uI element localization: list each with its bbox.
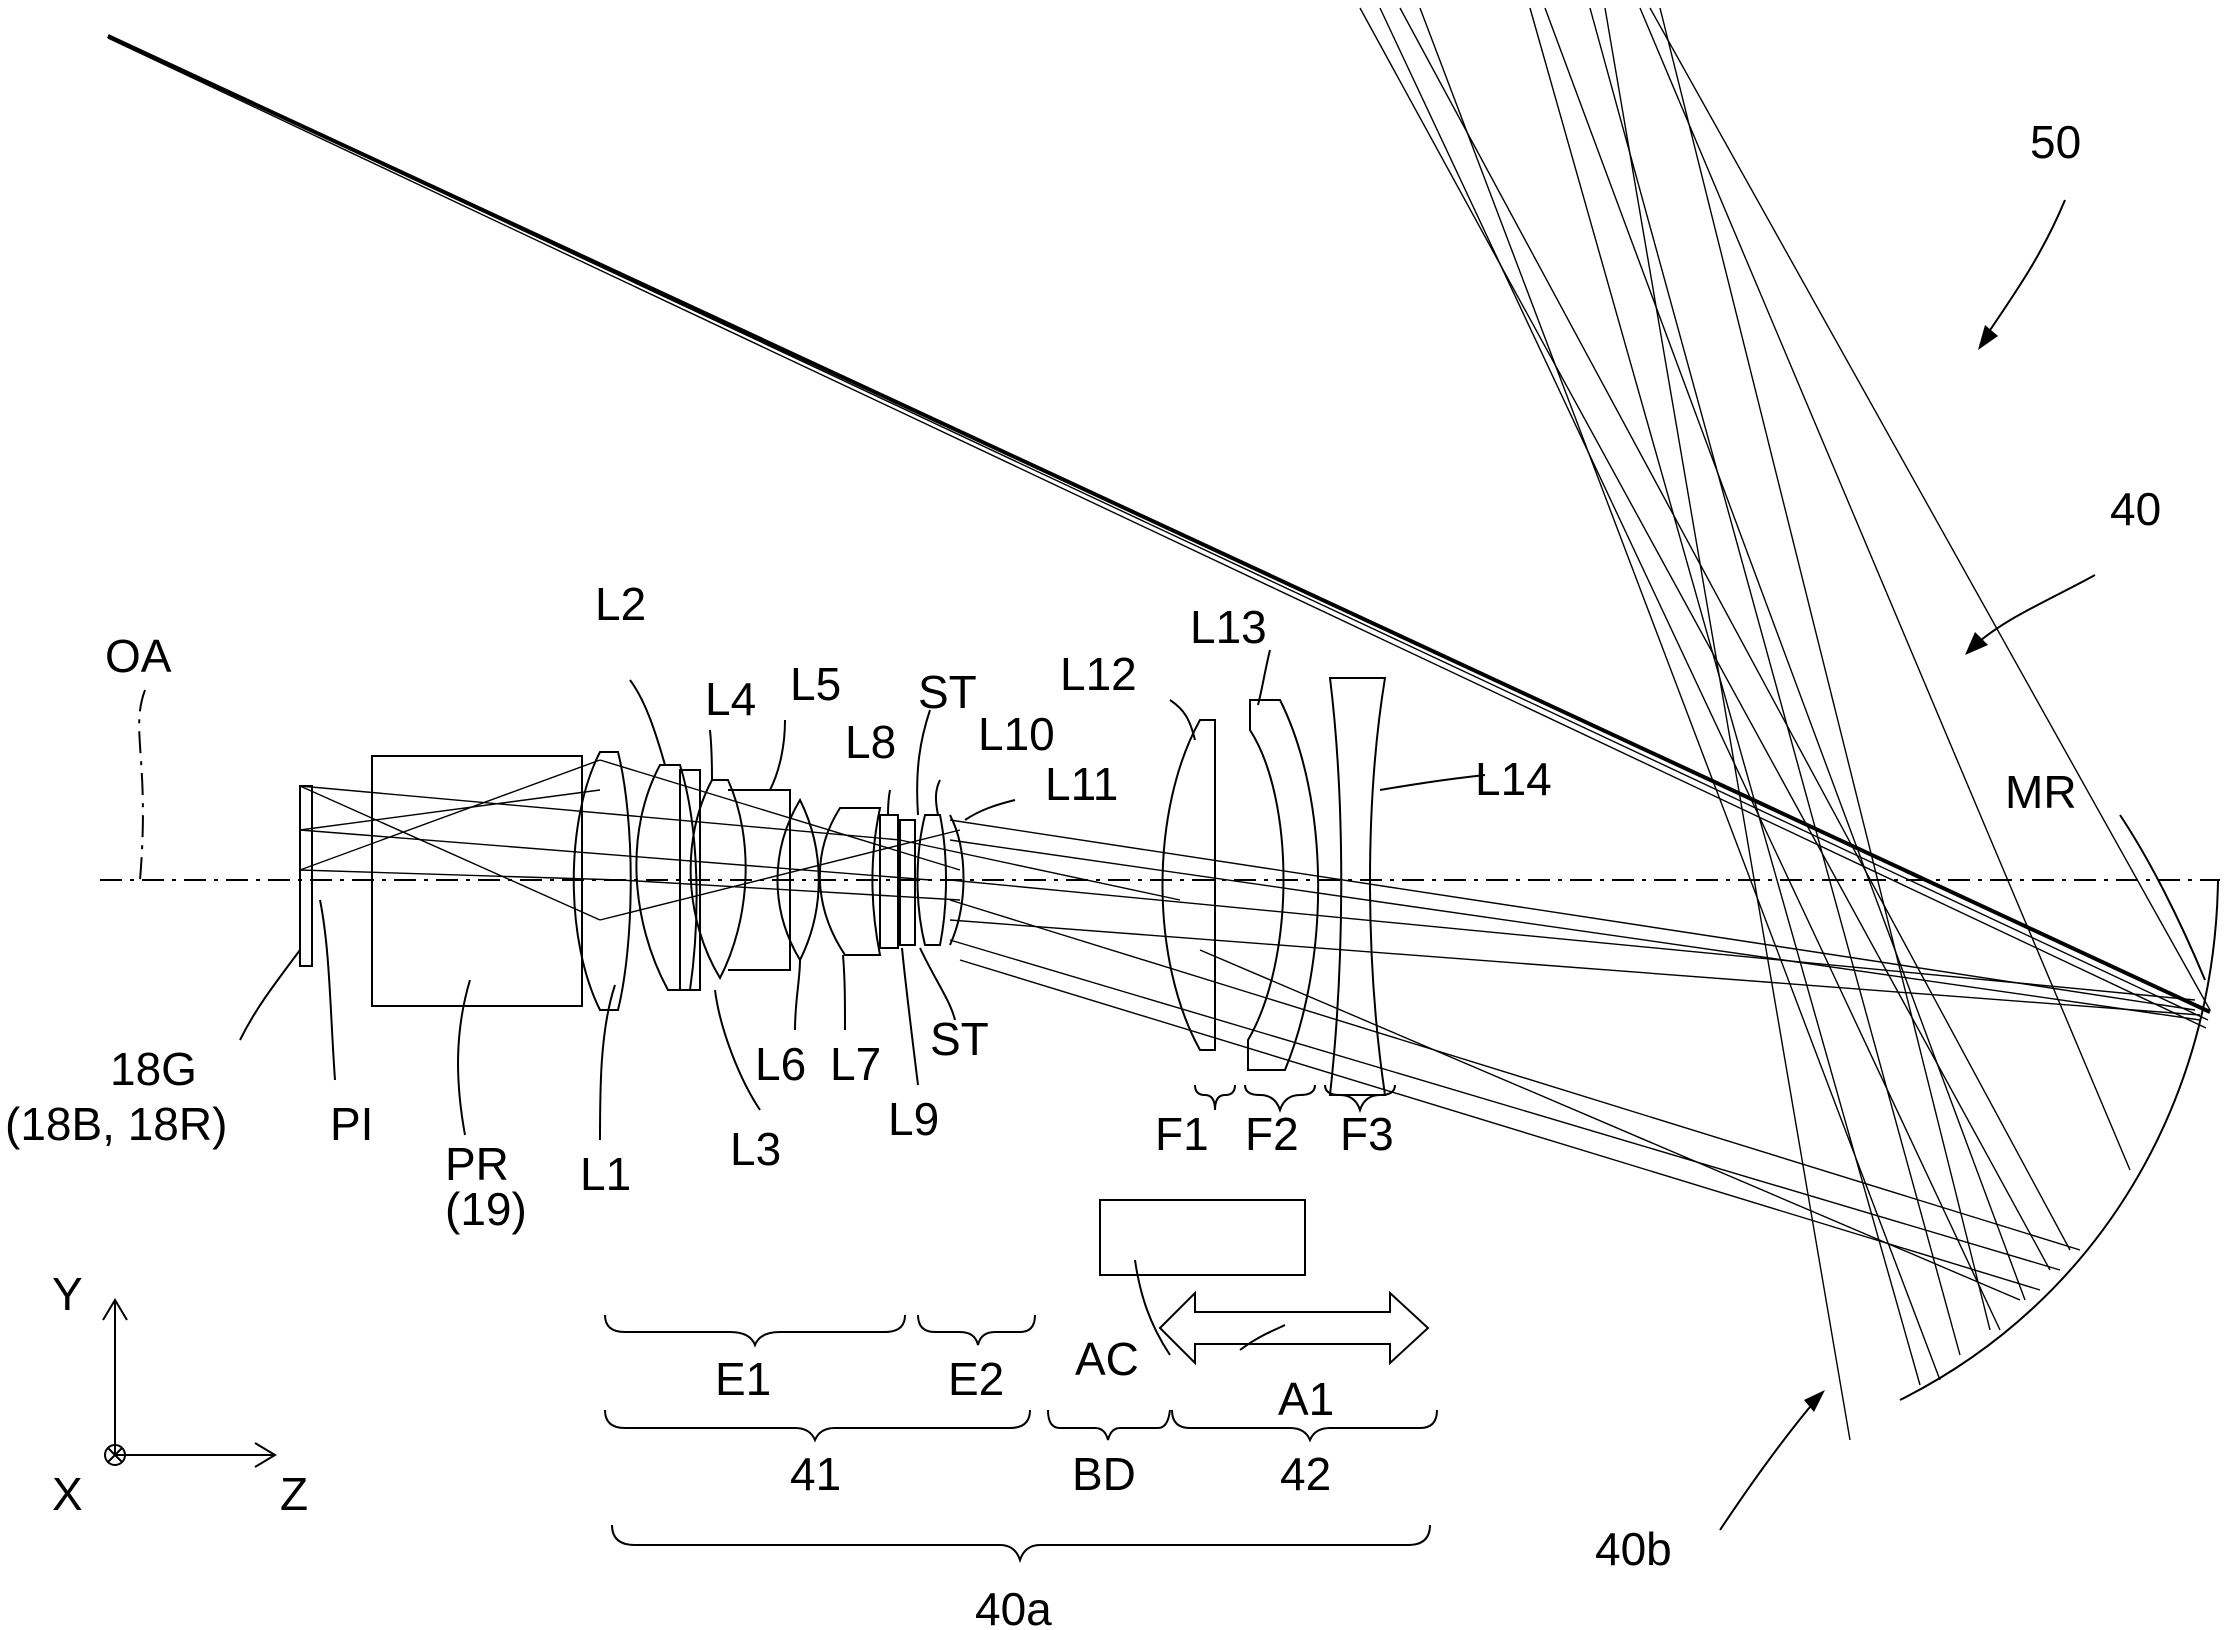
label-L6: L6: [755, 1038, 806, 1090]
label-L10: L10: [978, 708, 1055, 760]
arrow-40-head: [1965, 632, 1988, 655]
label-L14: L14: [1475, 753, 1552, 805]
label-axis-Y: Y: [52, 1268, 83, 1320]
lens-L4: [689, 779, 747, 981]
label-A1: A1: [1278, 1373, 1334, 1425]
label-18B-18R: (18B, 18R): [5, 1098, 227, 1150]
lens-L8: [879, 814, 899, 949]
label-50: 50: [2030, 116, 2081, 168]
label-L11: L11: [1045, 758, 1118, 810]
group-brackets-F: [1194, 1084, 1396, 1114]
bottom-braces: [604, 1314, 1438, 1564]
label-E1: E1: [715, 1353, 771, 1405]
lens-L12: [1161, 719, 1216, 1051]
arrow-50: [1979, 199, 2066, 346]
label-MR: MR: [2005, 766, 2077, 818]
label-L9: L9: [888, 1093, 939, 1145]
lens-L7: [818, 807, 882, 956]
coordinate-axes: [102, 1298, 277, 1468]
label-PI: PI: [330, 1098, 373, 1150]
prism-PR: [371, 755, 583, 1007]
movement-arrow-A1: [1158, 1290, 1430, 1366]
lens-group-41: [572, 751, 965, 1011]
label-L1: L1: [580, 1148, 631, 1200]
display-panel-18G: [299, 785, 313, 967]
actuator-AC-box: [1099, 1199, 1306, 1276]
label-OA: OA: [105, 630, 172, 682]
optical-axis-leader: [138, 689, 146, 881]
arrow-40b: [1719, 1394, 1821, 1531]
arrow-40b-head: [1804, 1390, 1825, 1412]
label-E2: E2: [948, 1353, 1004, 1405]
lens-L5: [728, 789, 791, 971]
label-ST-bottom: ST: [930, 1013, 989, 1065]
leader-lines: [239, 649, 2206, 1356]
lens-L14: [1328, 677, 1387, 1096]
label-41: 41: [790, 1448, 841, 1500]
label-42: 42: [1280, 1448, 1331, 1500]
steep-ray-bundle: [1359, 7, 2211, 1441]
label-ST-top: ST: [918, 666, 977, 718]
label-F2: F2: [1245, 1108, 1299, 1160]
label-L4: L4: [705, 673, 756, 725]
label-L13: L13: [1190, 601, 1267, 653]
label-40b: 40b: [1595, 1523, 1672, 1575]
label-40: 40: [2110, 483, 2161, 535]
arrow-50-head: [1978, 325, 1998, 350]
label-F3: F3: [1340, 1108, 1394, 1160]
lens-L9: [899, 819, 916, 946]
label-AC: AC: [1075, 1333, 1139, 1385]
label-L2: L2: [595, 578, 646, 630]
label-PR: PR: [445, 1138, 509, 1190]
lens-L11: [949, 814, 965, 946]
label-40a: 40a: [975, 1583, 1052, 1630]
label-BD: BD: [1072, 1448, 1136, 1500]
label-PR-19: (19): [445, 1183, 527, 1235]
label-L7: L7: [830, 1038, 881, 1090]
label-axis-X: X: [52, 1468, 83, 1520]
label-F1: F1: [1155, 1108, 1209, 1160]
label-L8: L8: [845, 716, 896, 768]
mirror-MR: [1899, 879, 2219, 1401]
lens-L1: [572, 751, 632, 1011]
lens-L13: [1247, 699, 1320, 1071]
arrow-40: [1969, 574, 2096, 651]
label-axis-Z: Z: [280, 1468, 308, 1520]
lens-L3: [679, 769, 701, 991]
label-L5: L5: [790, 658, 841, 710]
label-L12: L12: [1060, 648, 1137, 700]
lens-L2: [635, 764, 698, 991]
lens-L10: [916, 814, 947, 946]
label-L3: L3: [730, 1123, 781, 1175]
label-18G: 18G: [110, 1043, 197, 1095]
